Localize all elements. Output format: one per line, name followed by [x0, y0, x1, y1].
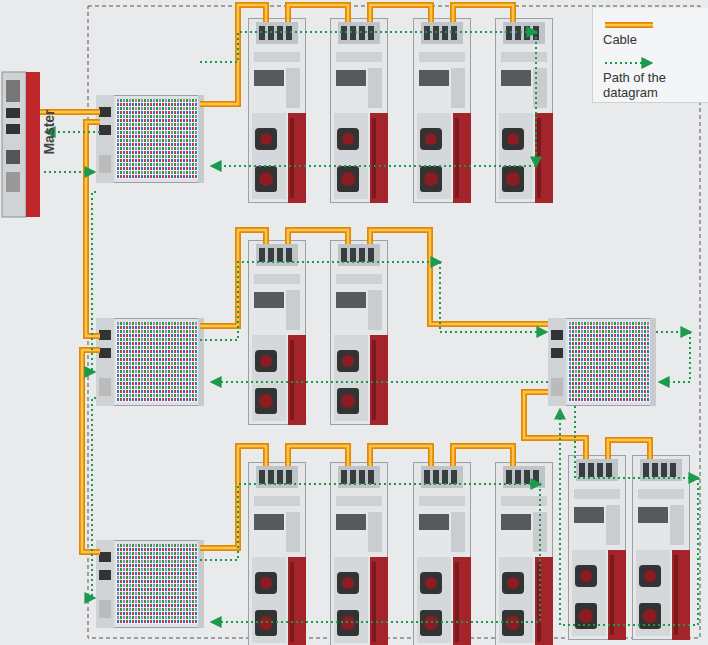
node-label: Master	[41, 109, 57, 154]
legend-sample	[603, 18, 659, 32]
legend-label: Cable	[603, 32, 695, 47]
legend-entry: Cable	[603, 18, 695, 47]
legend-entry: Path of the datagram	[603, 56, 695, 100]
legend-box: CablePath of the datagram	[592, 8, 708, 103]
legend-sample	[603, 56, 659, 70]
legend-label: Path of the datagram	[603, 70, 695, 100]
master-controller: Master	[40, 92, 58, 172]
